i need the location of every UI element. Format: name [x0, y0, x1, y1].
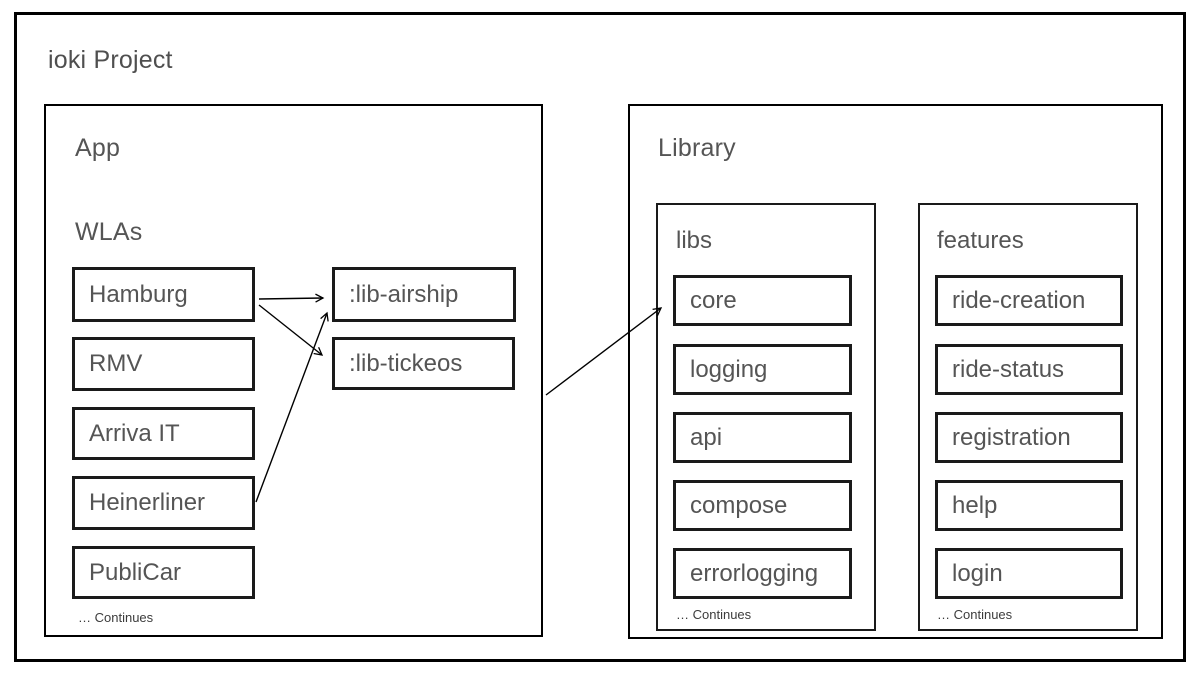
wla-node-publicar: PubliCar	[72, 546, 255, 599]
lib-node-errorlogging: errorlogging	[673, 548, 852, 599]
features-continues-note: … Continues	[937, 607, 1013, 622]
lib-node-api: api	[673, 412, 852, 463]
libs-box	[656, 203, 876, 631]
module-node-lib-tickeos: :lib-tickeos	[332, 337, 515, 390]
feature-node-ride-creation: ride-creation	[935, 275, 1123, 326]
library-label: Library	[658, 134, 736, 162]
feature-node-help: help	[935, 480, 1123, 531]
wla-node-rmv: RMV	[72, 337, 255, 391]
lib-node-core: core	[673, 275, 852, 326]
lib-node-compose: compose	[673, 480, 852, 531]
project-frame	[14, 12, 1186, 662]
wla-node-arriva-it: Arriva IT	[72, 407, 255, 460]
features-box	[918, 203, 1138, 631]
wla-node-heinerliner: Heinerliner	[72, 476, 255, 530]
feature-node-ride-status: ride-status	[935, 344, 1123, 395]
app-continues-note: … Continues	[78, 610, 154, 625]
libs-continues-note: … Continues	[676, 607, 752, 622]
app-label: App	[75, 134, 121, 162]
feature-node-registration: registration	[935, 412, 1123, 463]
lib-node-logging: logging	[673, 344, 852, 395]
feature-node-login: login	[935, 548, 1123, 599]
libs-label: libs	[676, 227, 713, 254]
app-box	[44, 104, 543, 637]
wla-node-hamburg: Hamburg	[72, 267, 255, 322]
features-label: features	[937, 227, 1024, 254]
wlas-label: WLAs	[75, 218, 143, 246]
module-node-lib-airship: :lib-airship	[332, 267, 516, 322]
project-title: ioki Project	[48, 46, 173, 74]
